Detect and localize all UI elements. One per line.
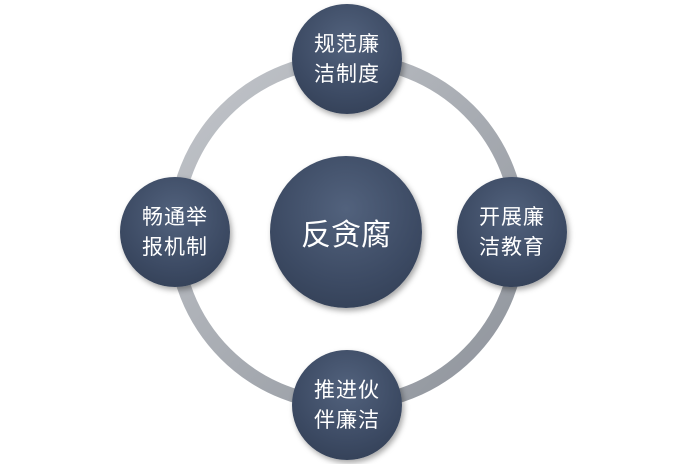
- node-label: 开展廉洁教育: [479, 205, 545, 259]
- node-top: 规范廉洁制度: [292, 4, 402, 114]
- node-left: 畅通举报机制: [120, 177, 230, 287]
- node-bottom: 推进伙伴廉洁: [292, 350, 402, 460]
- node-label: 推进伙伴廉洁: [314, 378, 380, 432]
- center-label: 反贪腐: [301, 218, 391, 253]
- node-right: 开展廉洁教育: [457, 177, 567, 287]
- node-label: 畅通举报机制: [142, 205, 208, 259]
- center-node: 反贪腐: [270, 156, 422, 308]
- node-label: 规范廉洁制度: [314, 32, 380, 86]
